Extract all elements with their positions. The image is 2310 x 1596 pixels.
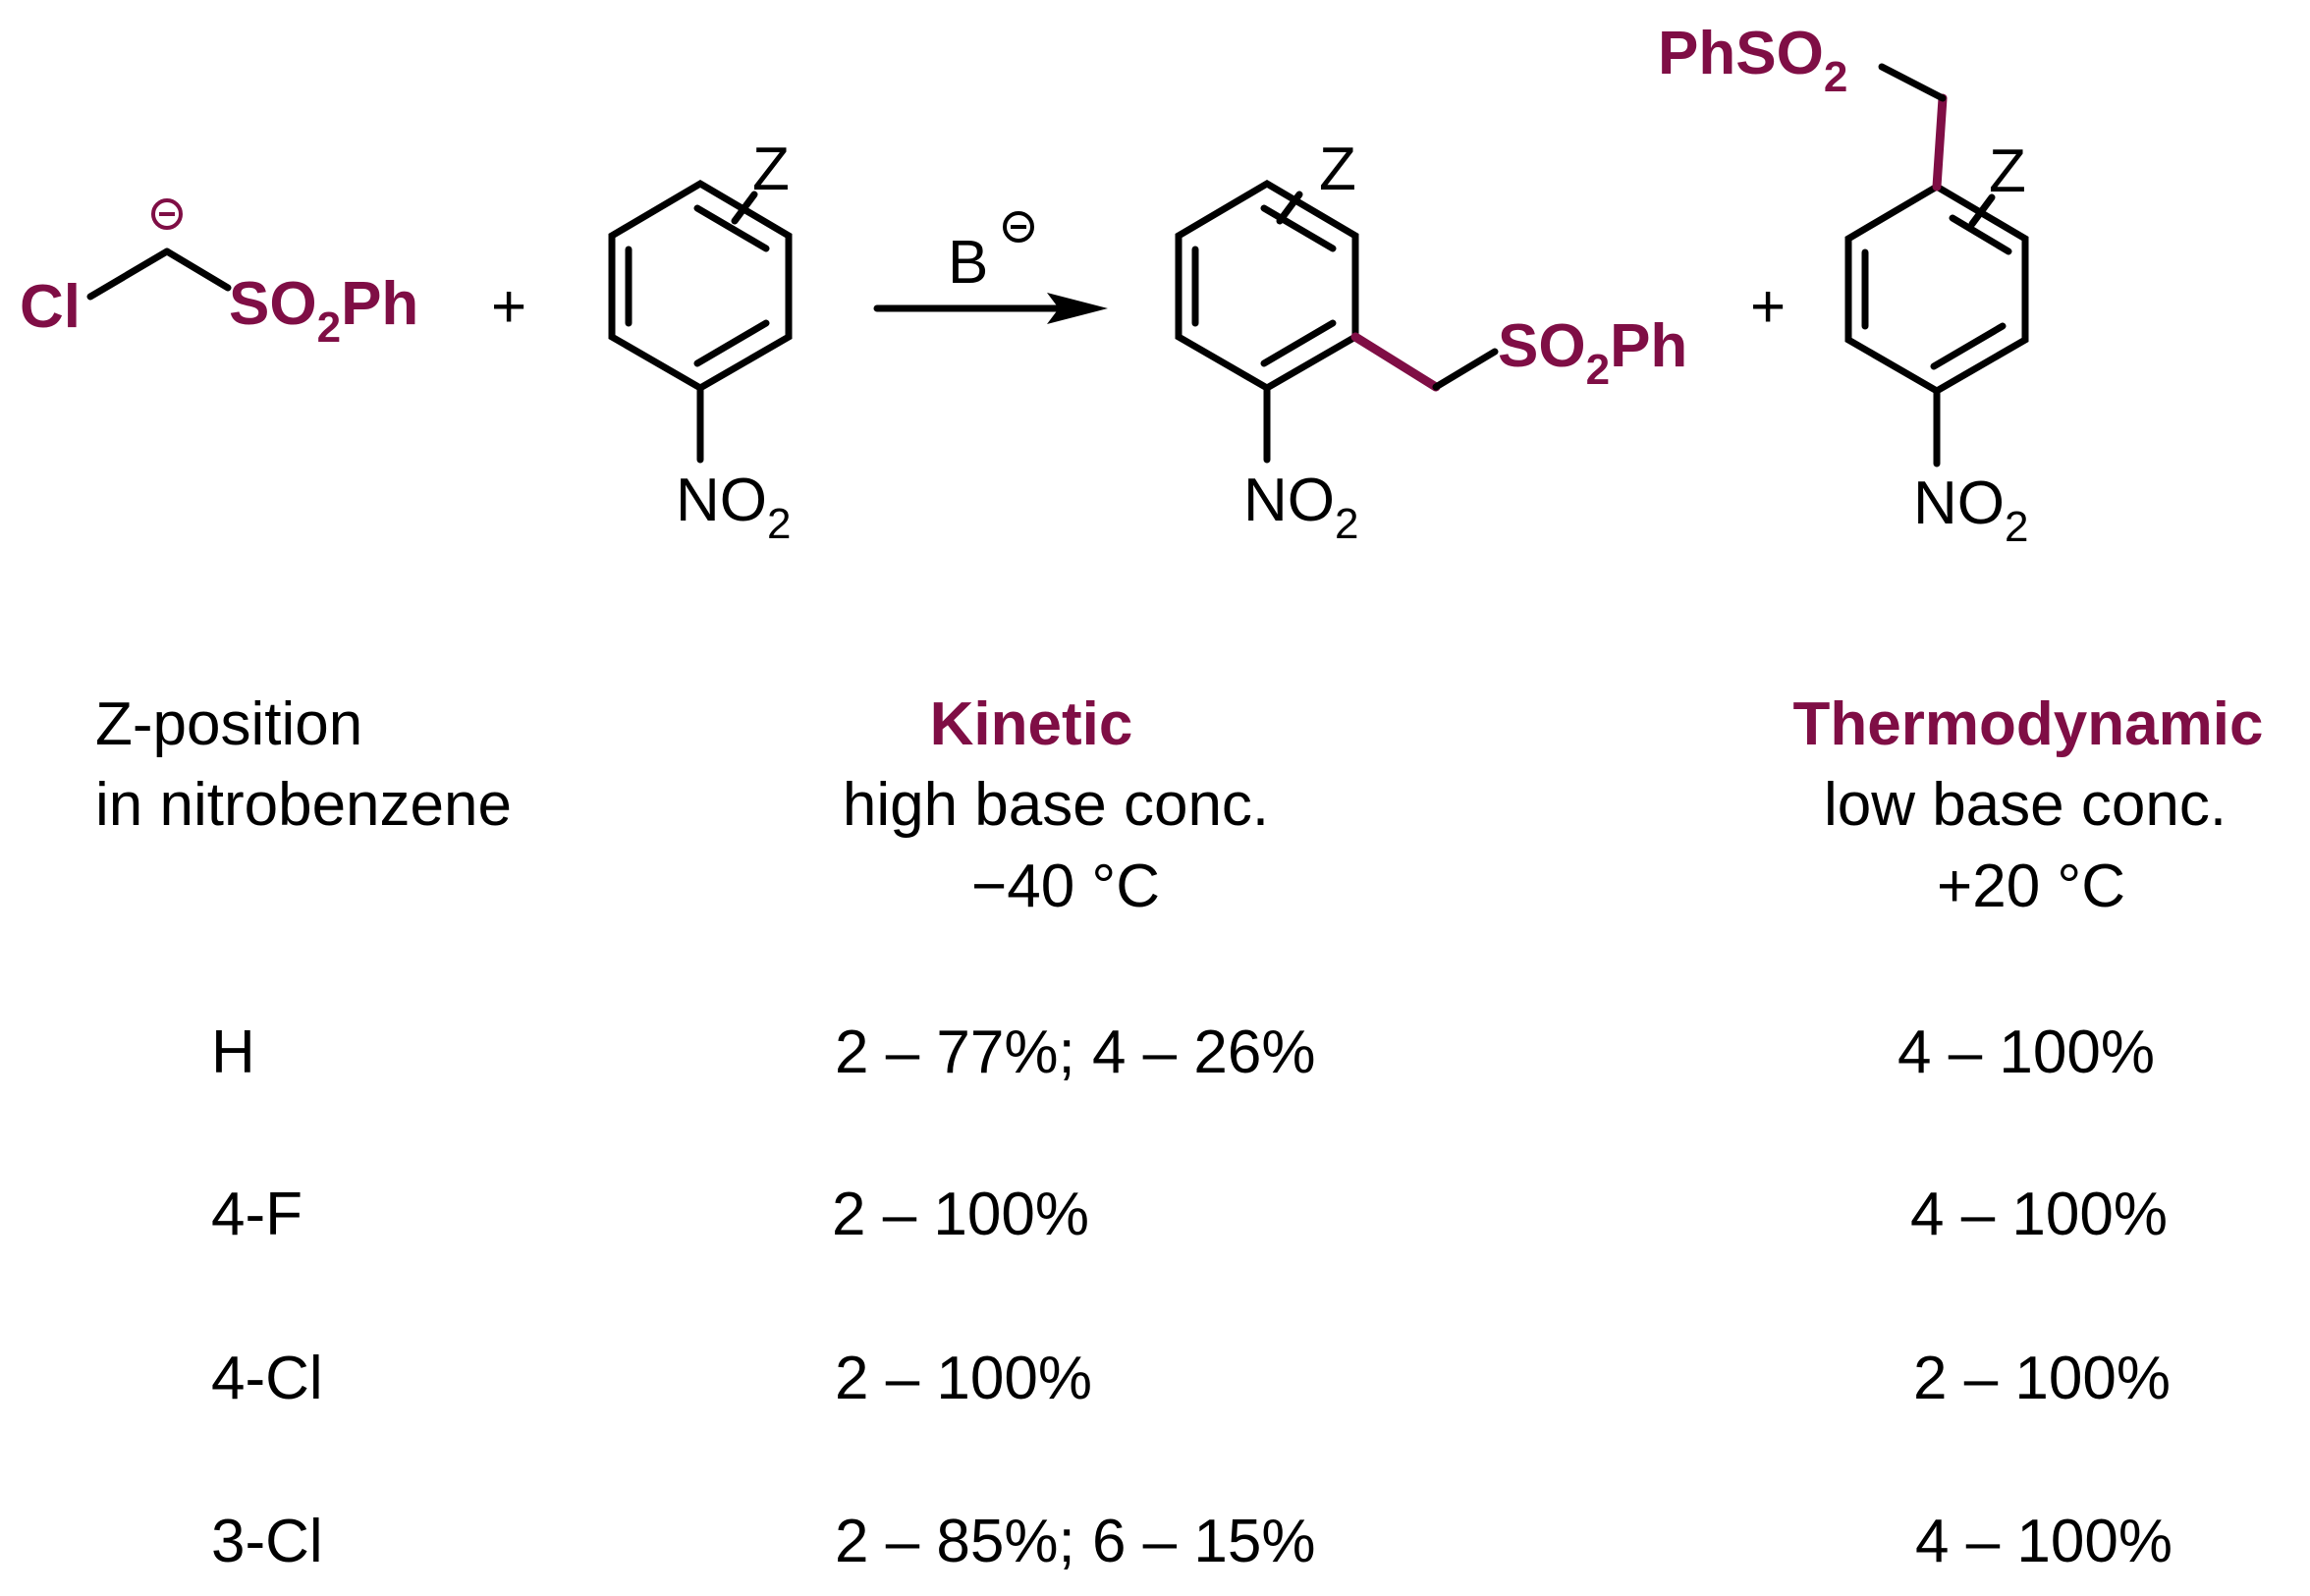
thermodynamic-title: Thermodynamic (1793, 690, 2264, 758)
column-header-kinetic: Kinetic high base conc. −40 °C (843, 690, 1269, 920)
base-label: B (948, 229, 988, 297)
para-z-bond (1968, 193, 1996, 228)
para-z-label: Z (1989, 138, 2026, 205)
arrowhead-icon (1047, 293, 1108, 324)
z-header-line-2: in nitrobenzene (95, 771, 512, 839)
column-header-thermodynamic: Thermodynamic low base conc. +20 °C (1793, 690, 2264, 920)
results-table: Z-position in nitrobenzene Kinetic high … (95, 690, 2263, 1575)
table-row: 4-Cl 2 – 100% 2 – 100% (211, 1345, 2171, 1412)
row-kinetic-value: 2 – 85%; 6 – 15% (835, 1508, 1315, 1575)
reaction-arrow: B (873, 211, 1108, 324)
ortho-no2-label: NO2 (1243, 467, 1358, 548)
row-kinetic-value: 2 – 100% (832, 1181, 1089, 1248)
thermodynamic-condition-1: low base conc. (1824, 771, 2227, 839)
row-z-value: 4-F (211, 1181, 302, 1248)
ortho-z-bond (1276, 191, 1303, 225)
carbanion-charge-icon (151, 198, 183, 230)
row-kinetic-value: 2 – 77%; 4 – 26% (835, 1018, 1315, 1086)
ortho-z-label: Z (1319, 136, 1356, 203)
plus-sign-1: + (491, 273, 526, 341)
substrate-double-bond-3 (693, 319, 770, 367)
z-header-line-1: Z-position (95, 690, 362, 758)
ortho-double-bond-3 (1260, 319, 1337, 367)
plus-sign-2: + (1750, 273, 1786, 341)
table-row: H 2 – 77%; 4 – 26% 4 – 100% (211, 1018, 2155, 1086)
column-header-z-position: Z-position in nitrobenzene (95, 690, 512, 839)
substrate-double-bond-2 (693, 204, 770, 252)
row-thermodynamic-value: 4 – 100% (1915, 1508, 2172, 1575)
substrate-benzene-ring (608, 179, 793, 393)
ortho-so2ph-label: SO2Ph (1498, 312, 1687, 394)
kinetic-title: Kinetic (930, 690, 1133, 758)
substrate-nitrobenzene: Z NO2 (608, 136, 793, 548)
row-z-value: H (211, 1018, 255, 1086)
row-kinetic-value: 2 – 100% (835, 1345, 1092, 1412)
para-no2-label: NO2 (1913, 469, 2028, 551)
para-benzene-ring (1844, 182, 2029, 396)
para-phso2-label: PhSO2 (1658, 20, 1847, 101)
substrate-no2-label: NO2 (676, 467, 791, 548)
product-para-adduct: Z NO2 PhSO2 (1658, 20, 2029, 551)
ortho-new-cc-bond (1350, 332, 1441, 392)
bond-c-s (163, 248, 232, 292)
reagent-carbanion: Cl SO2Ph (20, 198, 418, 352)
substrate-z-bond (731, 191, 758, 225)
ortho-benzene-ring (1175, 179, 1359, 393)
row-thermodynamic-value: 2 – 100% (1913, 1345, 2171, 1412)
table-row: 3-Cl 2 – 85%; 6 – 15% 4 – 100% (211, 1508, 2172, 1575)
substrate-z-label: Z (752, 136, 790, 203)
para-double-bond-2 (1949, 214, 2012, 255)
row-z-value: 3-Cl (211, 1508, 323, 1575)
reagent-cl-label: Cl (20, 273, 81, 341)
reagent-so2ph-label: SO2Ph (229, 270, 418, 352)
para-ch2-s-bond (1878, 63, 1947, 102)
para-new-cc-bond (1932, 93, 1948, 192)
thermodynamic-condition-2: +20 °C (1937, 853, 2125, 920)
product-ortho-adduct: Z NO2 SO2Ph (1175, 136, 1687, 548)
row-thermodynamic-value: 4 – 100% (1898, 1018, 2155, 1086)
row-z-value: 4-Cl (211, 1345, 323, 1412)
row-thermodynamic-value: 4 – 100% (1910, 1181, 2168, 1248)
kinetic-condition-2: −40 °C (971, 853, 1160, 920)
ortho-double-bond-2 (1260, 204, 1337, 252)
base-charge-icon (1003, 211, 1034, 243)
para-double-bond-3 (1930, 322, 2007, 370)
table-row: 4-F 2 – 100% 4 – 100% (211, 1181, 2168, 1248)
kinetic-condition-1: high base conc. (843, 771, 1269, 839)
bond-cl-c (86, 248, 171, 301)
ortho-ch2-s-bond (1432, 348, 1499, 391)
